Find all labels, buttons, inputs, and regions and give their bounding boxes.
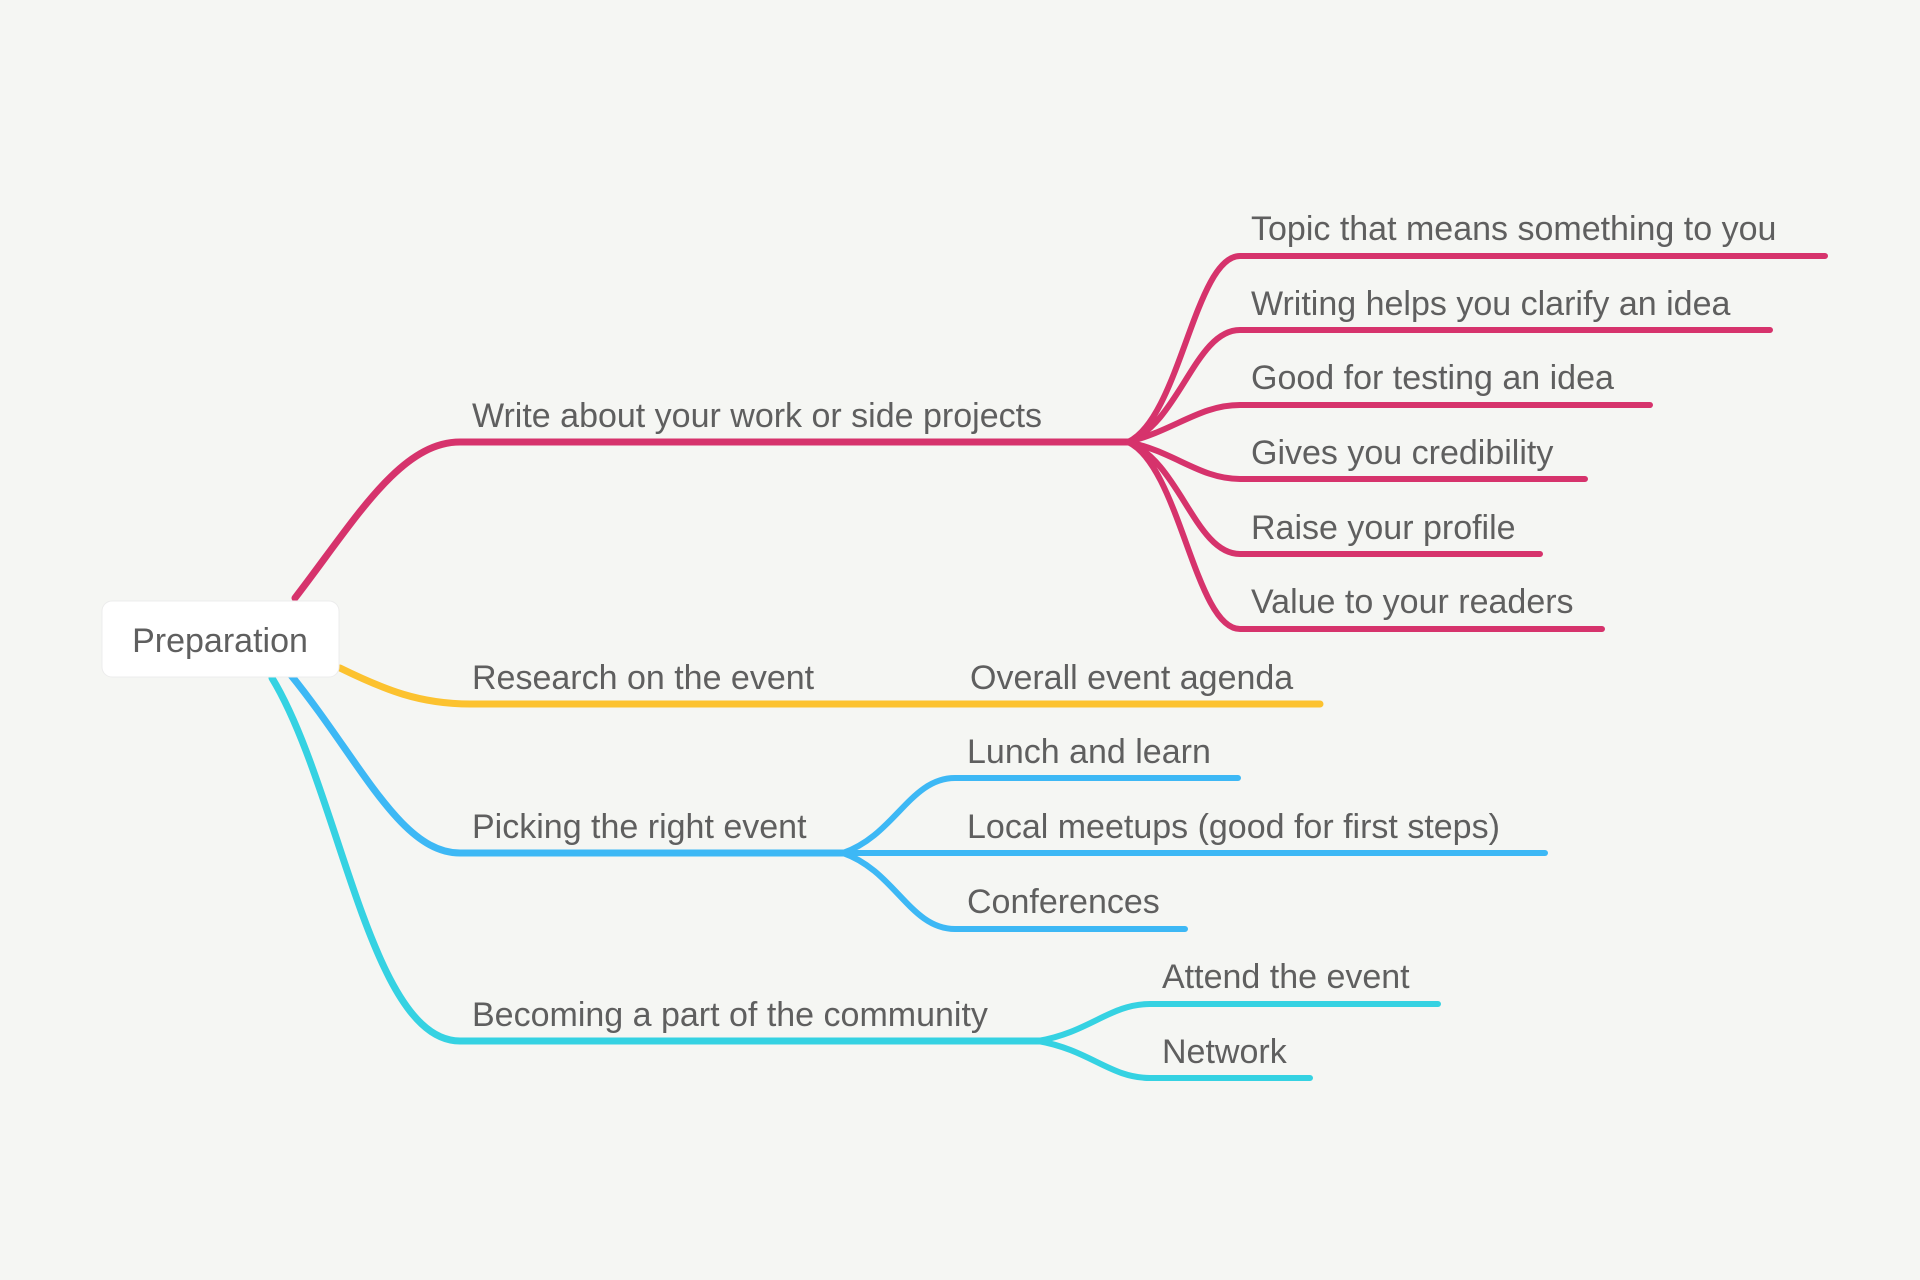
root-node-box[interactable]	[101, 600, 340, 678]
root-node[interactable]: Preparation	[101, 600, 340, 678]
leaf-labels: Topic that means something to you Writin…	[967, 210, 1776, 1071]
connector-write-readers	[1125, 439, 1605, 632]
branch-label-write[interactable]: Write about your work or side projects	[472, 397, 1042, 435]
branch-label-community[interactable]: Becoming a part of the community	[472, 996, 988, 1034]
connector-write-credibility	[1125, 439, 1588, 482]
leaf-label-readers[interactable]: Value to your readers	[1251, 583, 1574, 621]
leaf-label-credibility[interactable]: Gives you credibility	[1251, 434, 1553, 472]
leaf-label-testing[interactable]: Good for testing an idea	[1251, 359, 1614, 397]
connectors	[268, 253, 1828, 1081]
connector-picking-lunch	[840, 775, 1241, 856]
branch-label-picking[interactable]: Picking the right event	[472, 808, 807, 846]
connector-write-testing	[1125, 402, 1653, 445]
connector-write-topic	[1125, 253, 1828, 445]
connector-root-picking	[286, 670, 849, 857]
leaf-label-clarify[interactable]: Writing helps you clarify an idea	[1251, 285, 1730, 323]
leaf-label-agenda[interactable]: Overall event agenda	[970, 659, 1293, 697]
connector-root-write	[291, 438, 1134, 602]
connector-community-attend	[1035, 1001, 1441, 1044]
leaf-label-attend[interactable]: Attend the event	[1162, 958, 1410, 996]
leaf-label-profile[interactable]: Raise your profile	[1251, 509, 1516, 547]
leaf-label-network[interactable]: Network	[1162, 1033, 1288, 1071]
branch-label-research[interactable]: Research on the event	[472, 659, 815, 697]
leaf-label-conferences[interactable]: Conferences	[967, 883, 1160, 921]
connector-root-research	[336, 664, 1324, 708]
connector-write-clarify	[1125, 327, 1773, 445]
connector-picking-conferences	[840, 850, 1188, 932]
branch-labels: Write about your work or side projects R…	[472, 397, 1042, 1034]
connector-root-community	[268, 674, 1044, 1045]
leaf-label-lunch[interactable]: Lunch and learn	[967, 733, 1211, 771]
leaf-label-topic[interactable]: Topic that means something to you	[1251, 210, 1776, 248]
connector-community-network	[1035, 1038, 1313, 1081]
leaf-label-meetups[interactable]: Local meetups (good for first steps)	[967, 808, 1500, 846]
root-node-label: Preparation	[132, 622, 308, 660]
